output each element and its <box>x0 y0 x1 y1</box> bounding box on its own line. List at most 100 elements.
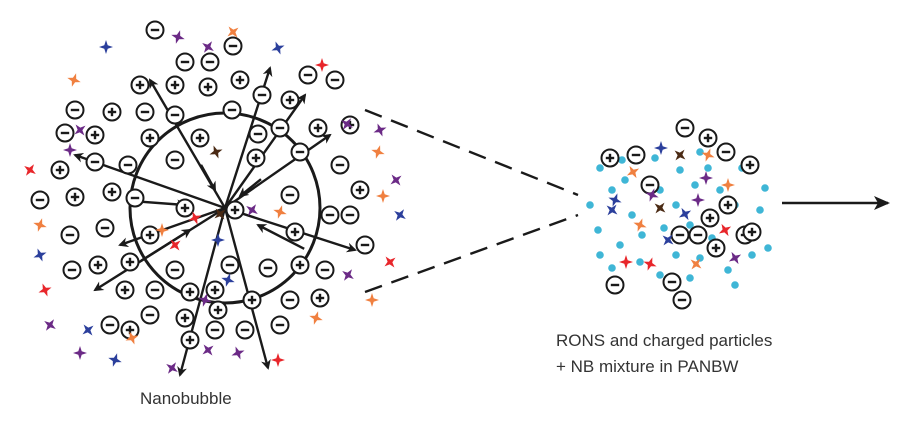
nanoparticle-dot-icon <box>656 271 664 279</box>
positive-charge-icon <box>700 208 720 228</box>
ron-species-star-icon <box>202 344 214 356</box>
ron-species-star-icon <box>63 143 77 157</box>
negative-charge-icon <box>55 123 75 143</box>
nanoparticle-dot-icon <box>672 251 680 259</box>
negative-charge-icon <box>205 320 225 340</box>
nanoparticle-dot-icon <box>594 226 602 234</box>
ron-species-star-icon <box>211 233 225 247</box>
ron-species-star-icon <box>341 118 353 130</box>
nanoparticle-dot-icon <box>618 156 626 164</box>
nanoparticle-dot-icon <box>651 154 659 162</box>
ron-species-star-icon <box>699 171 713 185</box>
ron-species-star-icon <box>82 324 94 336</box>
ron-species-star-icon <box>309 311 323 325</box>
ron-species-star-icon <box>662 234 674 246</box>
ron-species-star-icon <box>728 251 742 265</box>
arrow-icon <box>256 223 305 250</box>
positive-charge-icon <box>175 198 195 218</box>
ron-species-star-icon <box>155 223 169 237</box>
arrow-icon <box>140 228 192 262</box>
nanoparticle-dot-icon <box>596 164 604 172</box>
ron-species-star-icon <box>33 218 47 232</box>
mixture-label-line2: + NB mixture in PANBW <box>556 357 739 376</box>
negative-charge-icon <box>330 155 350 175</box>
ron-species-star-icon <box>691 193 705 207</box>
arrow-icon <box>224 93 307 209</box>
arrow-icon <box>223 207 271 370</box>
nanoparticle-dot-icon <box>616 241 624 249</box>
negative-charge-icon <box>252 85 272 105</box>
ron-species-star-icon <box>315 58 329 72</box>
ron-species-star-icon <box>678 207 692 221</box>
nanoparticle-dot-icon <box>608 186 616 194</box>
ron-species-star-icon <box>44 319 56 331</box>
negative-charge-icon <box>85 152 105 172</box>
positive-charge-icon <box>130 75 150 95</box>
positive-charge-icon <box>600 148 620 168</box>
negative-charge-icon <box>145 280 165 300</box>
negative-charge-icon <box>165 105 185 125</box>
negative-charge-icon <box>355 235 375 255</box>
negative-charge-icon <box>675 118 695 138</box>
negative-charge-icon <box>165 150 185 170</box>
nanoparticle-dot-icon <box>696 148 704 156</box>
arrow-icon <box>238 178 262 198</box>
negative-charge-icon <box>125 188 145 208</box>
negative-charge-icon <box>716 142 736 162</box>
negative-charge-icon <box>280 290 300 310</box>
positive-charge-icon <box>740 155 760 175</box>
negative-charge-icon <box>165 260 185 280</box>
negative-charge-icon <box>626 145 646 165</box>
ron-species-star-icon <box>619 255 633 269</box>
negative-charge-icon <box>175 52 195 72</box>
ron-species-star-icon <box>188 211 202 225</box>
nanoparticle-dot-icon <box>672 201 680 209</box>
nanoparticle-dot-icon <box>686 221 694 229</box>
ron-species-star-icon <box>654 141 668 155</box>
negative-charge-icon <box>605 275 625 295</box>
ron-species-star-icon <box>271 353 285 367</box>
nanoparticle-dot-icon <box>756 206 764 214</box>
radial-arrows <box>73 66 357 377</box>
bubble-ions <box>30 20 375 350</box>
nanoparticle-dot-icon <box>596 251 604 259</box>
nanoparticle-dot-icon <box>724 266 732 274</box>
negative-charge-icon <box>118 155 138 175</box>
ron-species-star-icon <box>67 73 81 87</box>
ron-species-star-icon <box>38 283 52 297</box>
positive-charge-icon <box>225 200 245 220</box>
negative-charge-icon <box>325 70 345 90</box>
negative-charge-icon <box>30 190 50 210</box>
ron-species-star-icon <box>390 174 402 186</box>
mixture-label-line1: RONS and charged particles <box>556 331 773 350</box>
positive-charge-icon <box>310 288 330 308</box>
negative-charge-icon <box>220 255 240 275</box>
ron-species-star-icon <box>342 269 354 281</box>
positive-charge-icon <box>88 255 108 275</box>
ron-species-star-icon <box>24 164 36 176</box>
ron-species-star-icon <box>654 202 666 214</box>
ron-species-star-icon <box>608 193 622 207</box>
negative-charge-icon <box>340 205 360 225</box>
nanoparticle-dot-icon <box>761 184 769 192</box>
ron-species-star-icon <box>169 239 181 251</box>
ron-species-star-icon <box>221 273 235 287</box>
mixture-cluster <box>586 118 772 310</box>
ron-species-star-icon <box>384 256 396 268</box>
negative-charge-icon <box>672 290 692 310</box>
positive-charge-icon <box>85 125 105 145</box>
nanoparticle-dot-icon <box>691 181 699 189</box>
nanoparticle-dot-icon <box>704 164 712 172</box>
negative-charge-icon <box>290 142 310 162</box>
ron-species-star-icon <box>394 209 406 221</box>
ron-species-star-icon <box>365 293 379 307</box>
negative-charge-icon <box>200 52 220 72</box>
negative-charge-icon <box>688 225 708 245</box>
ron-species-star-icon <box>166 362 178 374</box>
positive-charge-icon <box>102 182 122 202</box>
arrow-icon <box>199 164 217 192</box>
negative-charge-icon <box>662 272 682 292</box>
ron-species-star-icon <box>125 331 139 345</box>
ron-species-star-icon <box>718 223 732 237</box>
positive-charge-icon <box>742 222 762 242</box>
